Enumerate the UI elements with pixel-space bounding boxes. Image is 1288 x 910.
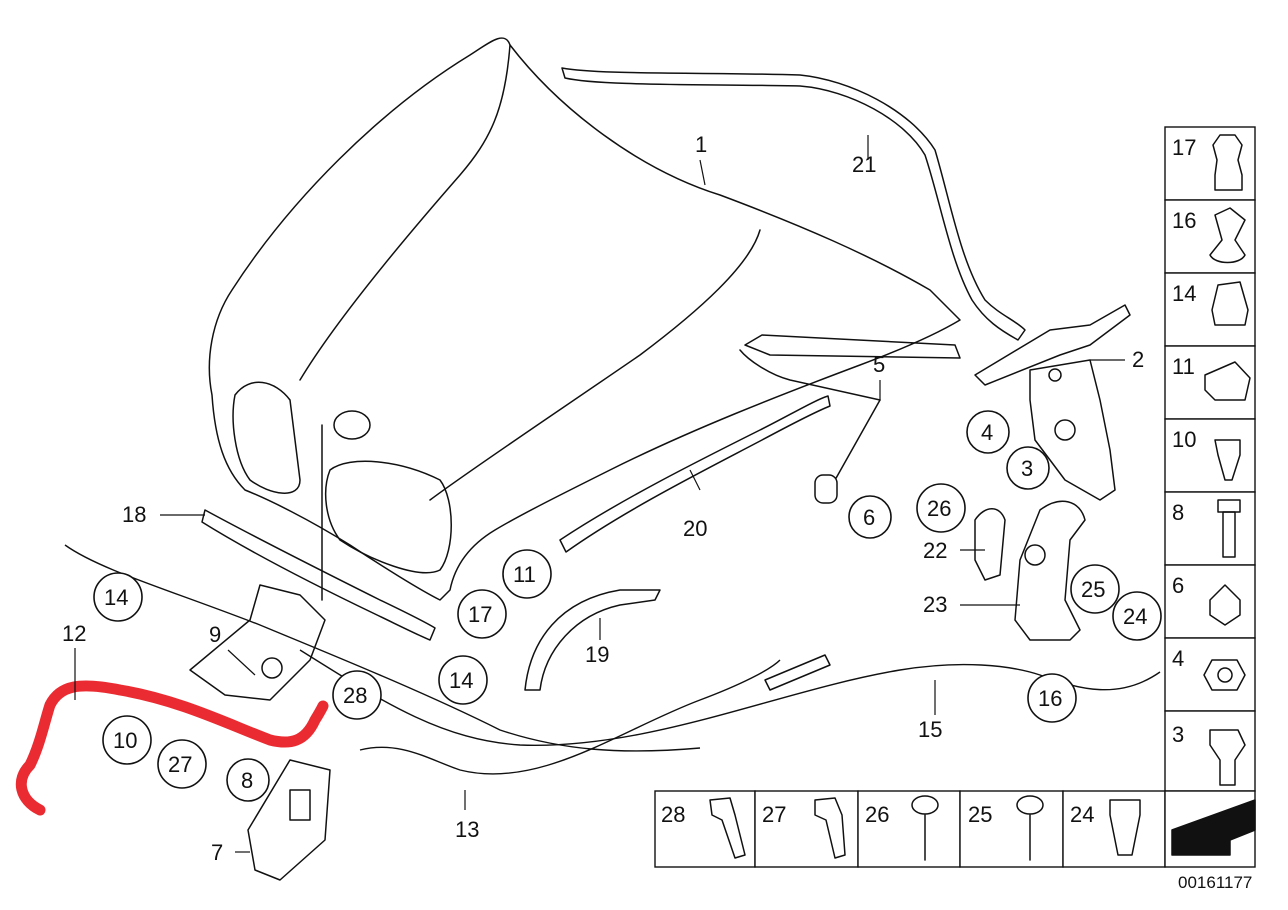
callout-25-badge [1070, 564, 1120, 614]
legend-side-1: 16 [1172, 208, 1196, 233]
callout-19: 19 [585, 642, 609, 667]
bowden-cable-14-drawing [64, 544, 701, 752]
callout-17-badge [457, 589, 507, 639]
callout-26: 26 [927, 496, 951, 521]
callout-12: 12 [62, 621, 86, 646]
callout-3-badge [1006, 446, 1050, 490]
callout-18: 18 [122, 502, 146, 527]
callout-23: 23 [923, 592, 947, 617]
callout-20: 20 [683, 516, 707, 541]
bottom-legend: 28 27 26 25 24 [654, 790, 1256, 868]
seal-18-drawing [201, 509, 436, 641]
callout-14b-badge [438, 655, 488, 705]
callout-25: 25 [1081, 577, 1105, 602]
callout-4: 4 [981, 420, 993, 445]
callout-10-badge [102, 715, 152, 765]
callout-8-badge [226, 758, 270, 802]
seal-21-drawing [561, 67, 1026, 341]
callout-5: 5 [873, 352, 885, 377]
legend-side-0: 17 [1172, 135, 1196, 160]
callout-11-badge [502, 549, 552, 599]
leader-lines [74, 135, 1125, 853]
callout-6: 6 [863, 505, 875, 530]
callout-10: 10 [113, 728, 137, 753]
legend-bottom-2: 26 [865, 802, 889, 827]
gas-strut-5-drawing [739, 334, 961, 504]
callout-labels: 1 2 3 4 5 6 7 8 9 10 11 12 13 14 14 15 1… [62, 132, 1162, 865]
legend-bottom-4: 24 [1070, 802, 1094, 827]
legend-bottom-0: 28 [661, 802, 685, 827]
legend-bottom-1: 27 [762, 802, 786, 827]
callout-14a: 14 [104, 585, 128, 610]
callout-11: 11 [513, 562, 536, 587]
callout-9: 9 [209, 622, 221, 647]
hood-hinge-drawing [974, 304, 1131, 501]
bracket-9-drawing [189, 584, 326, 701]
callout-24-badge [1112, 591, 1162, 641]
trim-19-drawing [524, 589, 661, 691]
callout-27: 27 [168, 752, 192, 777]
callout-27-badge [157, 739, 207, 789]
seal-20-drawing [559, 395, 831, 553]
direction-arrow-icon [1171, 799, 1256, 856]
callout-16: 16 [1038, 686, 1062, 711]
legend-side-8: 3 [1172, 722, 1184, 747]
release-lever-drawing [764, 654, 831, 691]
callout-4-badge [966, 410, 1010, 454]
callout-2: 2 [1132, 347, 1144, 372]
callout-1: 1 [695, 132, 707, 157]
bowden-cable-13-drawing [359, 659, 781, 775]
callout-14a-badge [93, 572, 143, 622]
legend-side-3: 11 [1172, 354, 1195, 379]
side-legend: 17 16 14 11 10 8 6 4 3 [1164, 126, 1256, 792]
callout-13: 13 [455, 817, 479, 842]
callout-21: 21 [852, 152, 876, 177]
callout-28: 28 [343, 683, 367, 708]
diagram-code: 00161177 [1178, 873, 1252, 892]
callout-26-badge [916, 483, 966, 533]
hood-lock-7-drawing [247, 759, 331, 881]
legend-side-2: 14 [1172, 281, 1196, 306]
callout-22: 22 [923, 538, 947, 563]
callout-3: 3 [1021, 456, 1033, 481]
legend-side-5: 8 [1172, 500, 1184, 525]
callout-7: 7 [211, 840, 223, 865]
callout-14b: 14 [449, 668, 473, 693]
callout-16-badge [1027, 673, 1077, 723]
callout-24: 24 [1123, 604, 1147, 629]
legend-bottom-3: 25 [968, 802, 992, 827]
hood-drawing [208, 37, 961, 601]
callout-28-badge [332, 670, 382, 720]
callout-6-badge [848, 495, 892, 539]
legend-side-4: 10 [1172, 427, 1196, 452]
highlighted-cable-12 [15, 680, 329, 816]
callout-8: 8 [241, 768, 253, 793]
legend-side-6: 6 [1172, 573, 1184, 598]
safety-catch-drawing [974, 500, 1086, 641]
callout-17: 17 [468, 602, 492, 627]
legend-side-7: 4 [1172, 646, 1184, 671]
callout-15: 15 [918, 717, 942, 742]
